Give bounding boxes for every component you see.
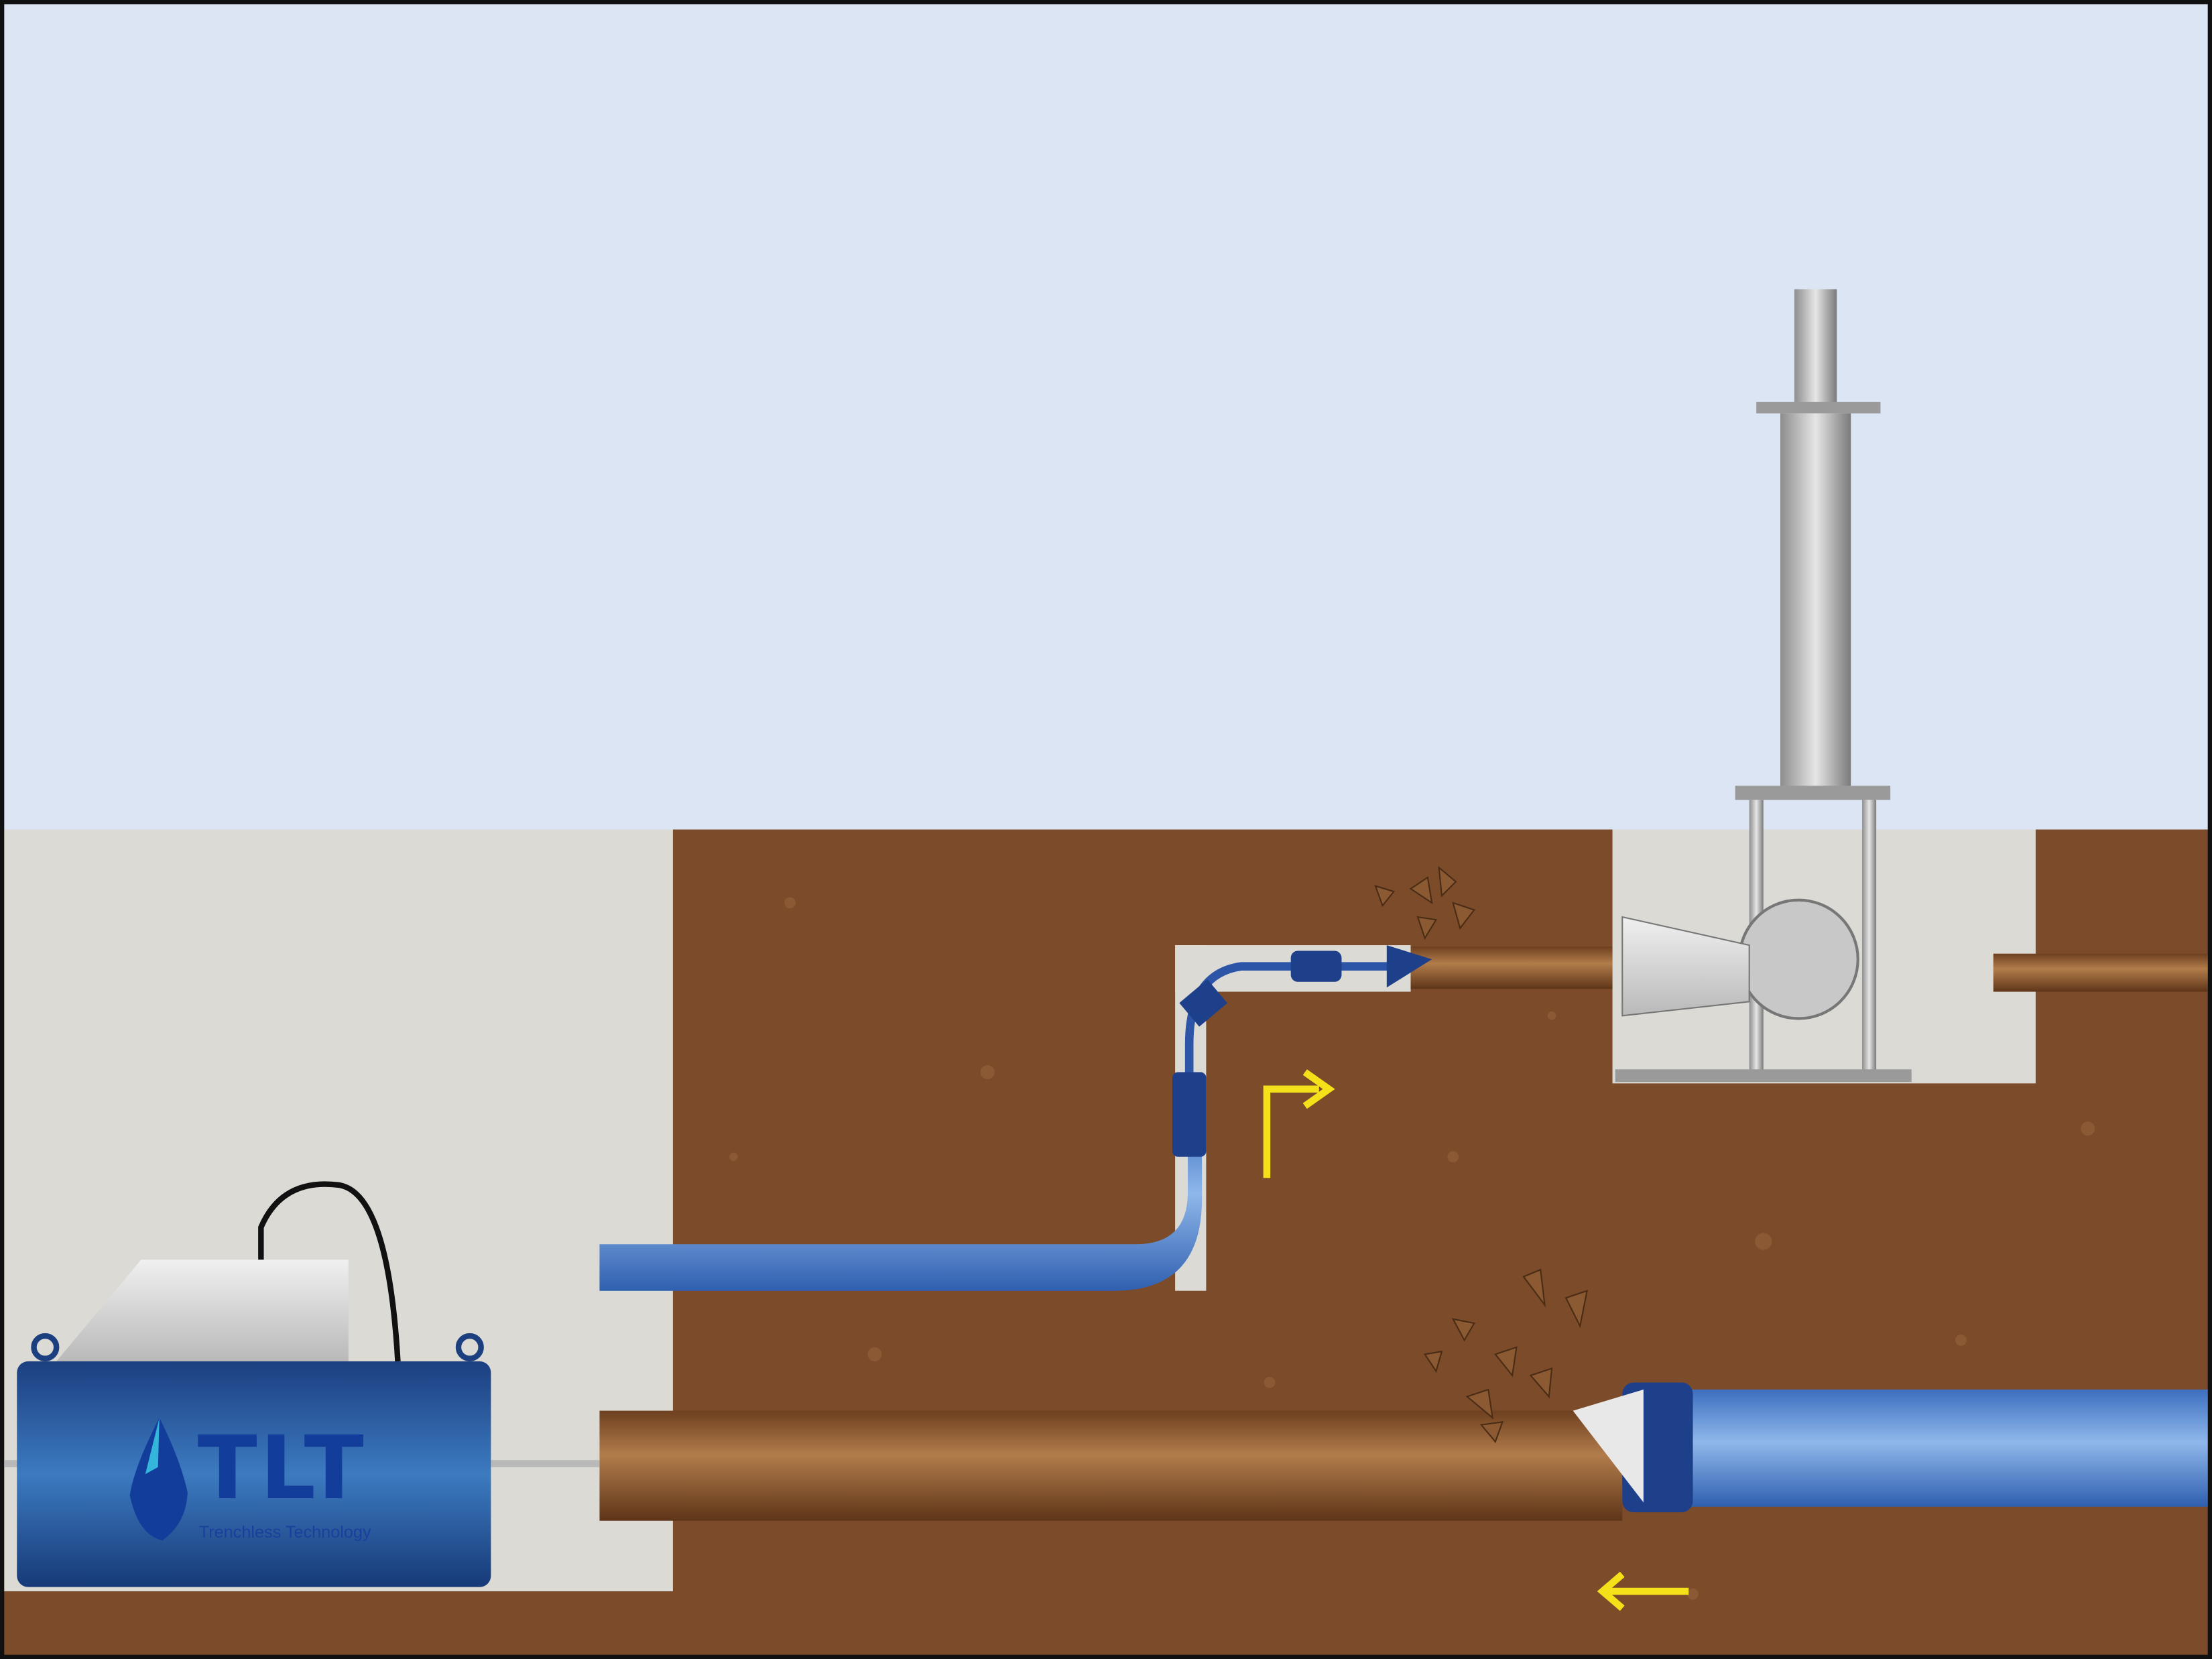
debris-lower: [1423, 1268, 1589, 1443]
debris-upper: [1374, 865, 1476, 940]
hydraulic-hose: [258, 1181, 401, 1362]
logo-drop-icon: [129, 1418, 188, 1541]
burst-head-small: [1386, 945, 1432, 988]
rig-top-cylinder: [1794, 289, 1837, 410]
old-service-pipe-right: [1993, 953, 2208, 992]
hose-coupling: [1179, 979, 1228, 1027]
bursting-rig: [1615, 289, 1912, 1083]
hose-coupling-2: [1290, 950, 1342, 982]
rig-leg-right: [1862, 800, 1877, 1075]
old-main-pipe: [599, 1410, 1623, 1521]
rig-wheel: [1737, 898, 1859, 1020]
rig-top-plate: [1756, 402, 1881, 414]
power-unit-housing: [56, 1259, 349, 1361]
new-service-pipe: [599, 1114, 1203, 1291]
rig-frame-plate: [1735, 786, 1891, 800]
new-main-pipe: [1685, 1390, 2208, 1507]
lifting-eye-right: [455, 1333, 484, 1361]
rig-base: [1615, 1069, 1912, 1083]
soil-texture: [729, 897, 2095, 1600]
sky: [4, 4, 2208, 830]
pipe-connector: [1172, 1072, 1207, 1157]
lifting-eye-left: [31, 1333, 60, 1361]
upward-direction-arrow-icon: [1263, 1069, 1335, 1178]
tlt-logo: TLT Trenchless Technology: [129, 1417, 371, 1542]
logo-tagline: Trenchless Technology: [199, 1523, 371, 1542]
left-direction-arrow-icon: [1597, 1571, 1689, 1611]
logo-name: TLT: [198, 1417, 367, 1519]
old-service-pipe: [1410, 946, 1613, 989]
burst-head-cone: [1573, 1390, 1644, 1503]
hydraulic-tank: [17, 1361, 491, 1587]
rig-column: [1780, 413, 1851, 790]
rig-clamp: [1621, 916, 1750, 1017]
